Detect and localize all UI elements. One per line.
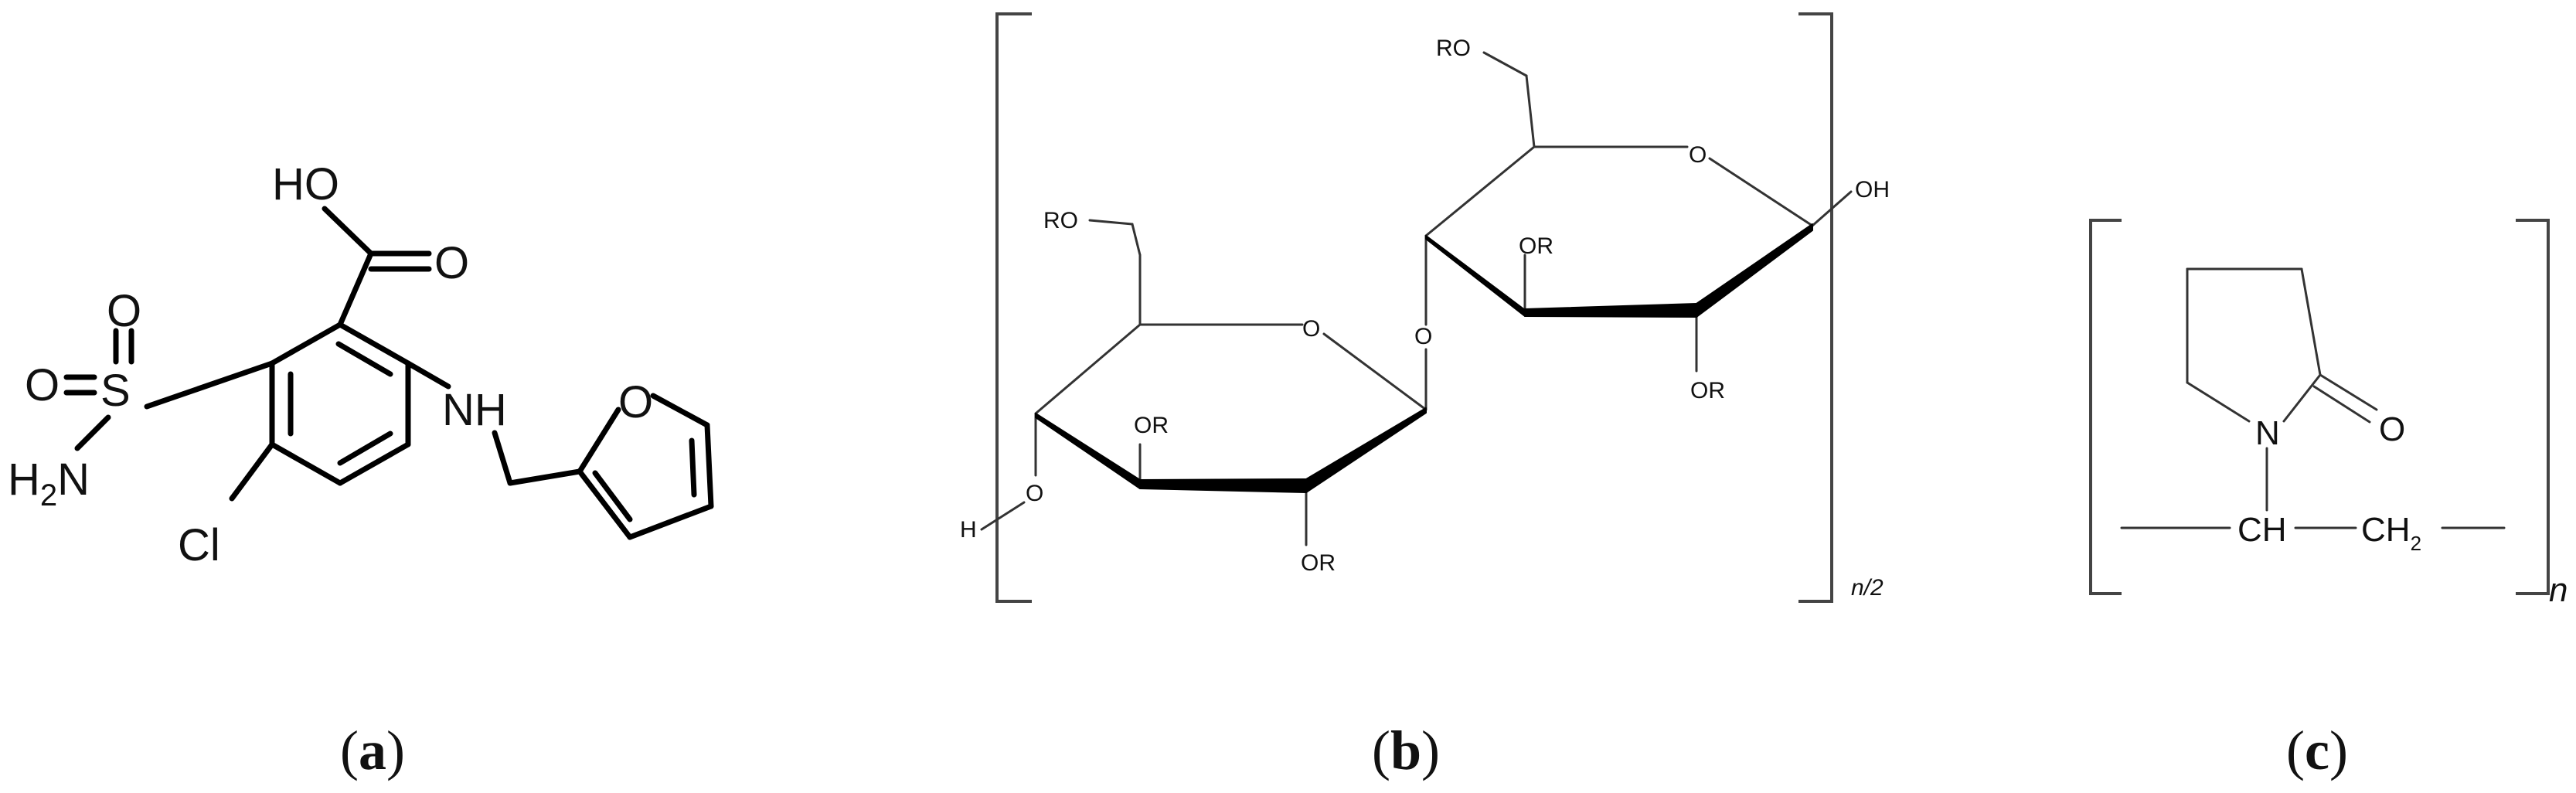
left-sugar-ring [980, 219, 1428, 546]
bridge-oxygen-label: O [1414, 324, 1432, 349]
right-sugar-ring [1424, 51, 1853, 373]
sulfur-label: S [100, 366, 131, 416]
or-left-a-label: OR [1134, 413, 1169, 438]
panel-b-structure: RO O OH OR OR O RO O OR OR O H n/ [960, 12, 1890, 603]
pyrrolidone-ring [2186, 267, 2378, 512]
oh-label: OH [1855, 177, 1890, 203]
sulfonyl-oxygen-top-label: O [107, 286, 141, 336]
panel-a-structure: HO O O O S H2N Cl [8, 159, 714, 570]
ring-oxygen-left-label: O [1302, 316, 1320, 342]
furan-oxygen-label: O [618, 377, 653, 427]
caption-b: (b) [1372, 720, 1440, 781]
or-left-b-label: OR [1301, 550, 1336, 576]
panel-c-structure: N O CH CH2 n [2089, 219, 2567, 609]
ch2-label: CH2 [2361, 511, 2421, 555]
benzene-ring [269, 322, 411, 486]
right-bracket [1798, 12, 1833, 603]
carbonyl-oxygen-c-label: O [2379, 410, 2405, 448]
furfuryl-amine-group [405, 360, 714, 540]
amine-label: H2N [8, 454, 90, 512]
caption-a: (a) [340, 720, 405, 781]
repeat-n-label: n [2549, 571, 2567, 609]
nh-label: NH [442, 385, 507, 435]
or-right-b-label: OR [1690, 378, 1725, 403]
carboxyl-group [322, 206, 432, 328]
right-bracket-c [2516, 219, 2550, 595]
chloro-label: Cl [178, 520, 220, 570]
end-oxygen-label: O [1026, 481, 1043, 506]
repeat-n-half-label: n/2 [1851, 575, 1884, 601]
sulfonyl-oxygen-left-label: O [25, 360, 60, 410]
left-bracket [995, 12, 1032, 603]
nitrogen-label: N [2255, 414, 2280, 452]
caption-c: (c) [2286, 720, 2348, 781]
hydroxyl-label: HO [272, 159, 339, 209]
ro-left-label: RO [1043, 208, 1078, 233]
ring-oxygen-right-label: O [1689, 142, 1707, 168]
ro-top-label: RO [1436, 36, 1471, 61]
sulfonamide-group [63, 328, 275, 451]
carbonyl-oxygen-label: O [434, 238, 469, 288]
end-hydrogen-label: H [960, 517, 977, 543]
left-bracket-c [2089, 219, 2122, 595]
ch-label: CH [2237, 511, 2287, 549]
or-right-a-label: OR [1519, 233, 1553, 259]
